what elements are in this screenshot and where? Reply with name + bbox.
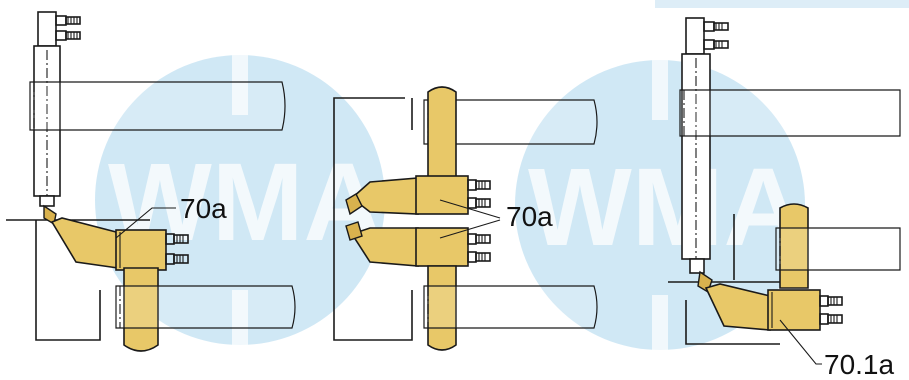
left-callout-label: 70a [180, 193, 227, 224]
right-middle-bar [775, 227, 901, 271]
middle-lower-gun [345, 221, 491, 351]
left-assembly: 70a [6, 11, 296, 352]
left-lower-bar [115, 285, 296, 329]
middle-assembly: 70a [333, 86, 598, 351]
svg-text:WMA: WMA [528, 146, 803, 269]
left-upper-bar [29, 81, 286, 131]
left-weld-gun [43, 204, 189, 352]
right-weld-gun [697, 270, 843, 331]
right-callout-label: 70.1a [824, 349, 894, 380]
left-cylinder-connectors-icon [55, 15, 81, 41]
right-upper-bar [679, 89, 901, 137]
watermark-left: WMA [95, 55, 385, 350]
right-assembly: 70.1a [668, 17, 901, 380]
watermark-right: WMA [515, 60, 805, 355]
corner-band [655, 0, 909, 8]
middle-upper-bar [423, 99, 598, 145]
middle-upper-gun [345, 175, 491, 216]
middle-callout-label: 70a [506, 201, 553, 232]
right-cylinder-connectors-icon [703, 21, 729, 50]
middle-lower-bar [423, 285, 598, 329]
